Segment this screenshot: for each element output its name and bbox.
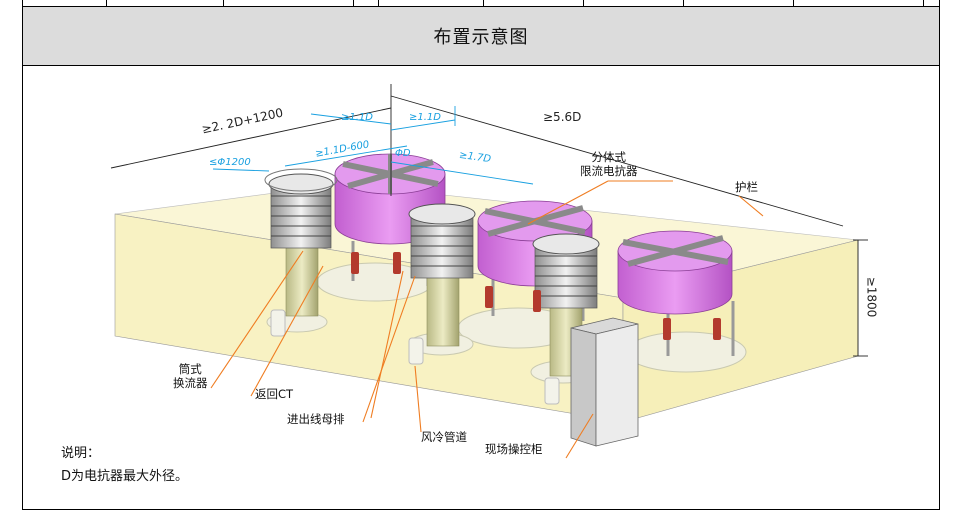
layout-frame: 布置示意图 [22, 0, 940, 510]
dim-width: ≥5.6D [543, 110, 582, 124]
dim-phi-d: ΦD [395, 148, 411, 159]
air-ducts [270, 309, 560, 405]
converter-2 [408, 203, 476, 347]
title-bar: 布置示意图 [23, 6, 939, 66]
label-air-duct: 风冷管道 [421, 430, 467, 444]
label-converter: 筒式 换流器 [173, 362, 208, 390]
label-split-reactor-line2: 限流电抗器 [580, 164, 638, 178]
label-split-reactor-line1: 分体式 [591, 150, 627, 164]
table-top-strip [23, 0, 939, 6]
converter-3 [532, 233, 600, 377]
label-fence: 护栏 [735, 180, 758, 194]
layout-diagram: 分体式 限流电抗器 护栏 筒式 换流器 返回CT 进出线母排 风冷管道 现场操控… [23, 66, 938, 508]
dim-diameter-limit: ≤Φ1200 [209, 157, 251, 168]
control-cabinet [570, 317, 639, 447]
note-block: 说明： D为电抗器最大外径。 [61, 442, 188, 488]
note-text: D为电抗器最大外径。 [61, 469, 189, 484]
busbars [351, 252, 721, 340]
label-return-ct: 返回CT [255, 387, 294, 401]
label-converter-line2: 换流器 [173, 376, 208, 390]
label-busbar: 进出线母排 [287, 412, 345, 426]
diagram-drawing [110, 84, 868, 459]
leader-lines [210, 180, 764, 459]
label-split-reactor: 分体式 限流电抗器 [580, 150, 638, 178]
page-title: 布置示意图 [433, 27, 529, 48]
dim-gap-b: ≥1.1D [409, 112, 441, 123]
dim-gap-a: ≥1.1D [341, 112, 373, 123]
blue-dimension-lines [212, 106, 534, 185]
dimension-lines [110, 84, 868, 357]
note-heading: 说明： [61, 446, 101, 461]
label-control-cabinet: 现场操控柜 [485, 442, 543, 456]
reactor-3 [617, 230, 735, 356]
dim-height: ≥1800 [864, 276, 879, 318]
label-converter-line1: 筒式 [178, 362, 202, 376]
